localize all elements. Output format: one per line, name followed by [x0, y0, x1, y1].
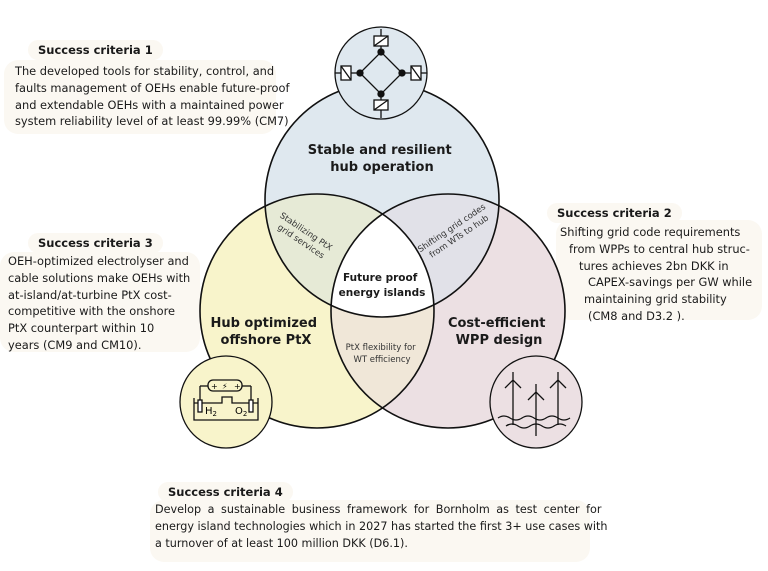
- text-line: competitive with the onshore: [8, 304, 176, 319]
- text-line: years (CM9 and CM10).: [8, 337, 142, 352]
- wpp-label: Cost-efficient WPP design: [448, 316, 550, 348]
- text-line: PtX counterpart within 10: [8, 321, 155, 336]
- text-line: a turnover of at least 100 million DKK (…: [155, 536, 408, 550]
- criteria-2-text: Shifting grid code requirements from WPP…: [560, 224, 752, 325]
- text-line: Develop a sustainable business framework…: [155, 503, 602, 516]
- text-line: OEH-optimized electrolyser and: [8, 254, 189, 268]
- text-line: Shifting grid code requirements: [560, 225, 741, 239]
- text-line: and extendable OEHs with a maintained po…: [15, 97, 284, 112]
- o2-label: O2: [235, 406, 247, 418]
- wind-turbines-icon: [489, 355, 583, 449]
- criteria-1-title: Success criteria 1: [28, 40, 163, 60]
- center-overlap: [331, 194, 434, 317]
- ptx-wpp-overlap-label: PtX flexibility for WT efficiency: [346, 343, 419, 365]
- electrolyser-icon: [179, 355, 273, 449]
- text-line: CAPEX-savings per GW while: [588, 275, 753, 290]
- criteria-2-box: [556, 220, 762, 320]
- criteria-4-title: Success criteria 4: [158, 482, 293, 502]
- text-line: tures achieves 2bn DKK in: [579, 258, 729, 273]
- electrolyser-plus-right: +: [234, 382, 241, 391]
- text-line: cable solutions make OEHs with: [8, 270, 191, 285]
- grid-network-icon: [334, 26, 428, 120]
- criteria-1-text: The developed tools for stability, contr…: [15, 63, 290, 130]
- criteria-1-box: [4, 60, 276, 134]
- text-line: from WPPs to central hub struc-: [569, 241, 750, 256]
- text-line: (CM8 and D3.2 ).: [588, 308, 685, 323]
- center-label: Future proof energy islands: [339, 272, 426, 299]
- criteria-4-text: Develop a sustainable business framework…: [155, 502, 608, 552]
- hub-label: Stable and resilient hub operation: [308, 143, 456, 175]
- text-line: system reliability level of at least 99.…: [15, 114, 289, 129]
- h2-label: H2: [205, 406, 217, 418]
- text-line: The developed tools for stability, contr…: [15, 64, 275, 78]
- criteria-3-title: Success criteria 3: [28, 233, 163, 253]
- ptx-label: Hub optimized offshore PtX: [210, 316, 321, 348]
- electrolyser-plus-left: +: [211, 382, 218, 391]
- text-line: maintaining grid stability: [584, 292, 727, 307]
- lightning-icon: ⚡: [222, 382, 228, 391]
- criteria-4-box: [150, 500, 590, 562]
- criteria-3-box: [0, 252, 200, 352]
- criteria-3-text: OEH-optimized electrolyser and cable sol…: [8, 253, 190, 354]
- text-line: faults management of OEHs enable future-…: [15, 80, 290, 95]
- text-line: energy island technologies which in 2027…: [155, 519, 608, 533]
- criteria-2-title: Success criteria 2: [547, 203, 682, 223]
- text-line: at-island/at-turbine PtX cost-: [8, 287, 172, 302]
